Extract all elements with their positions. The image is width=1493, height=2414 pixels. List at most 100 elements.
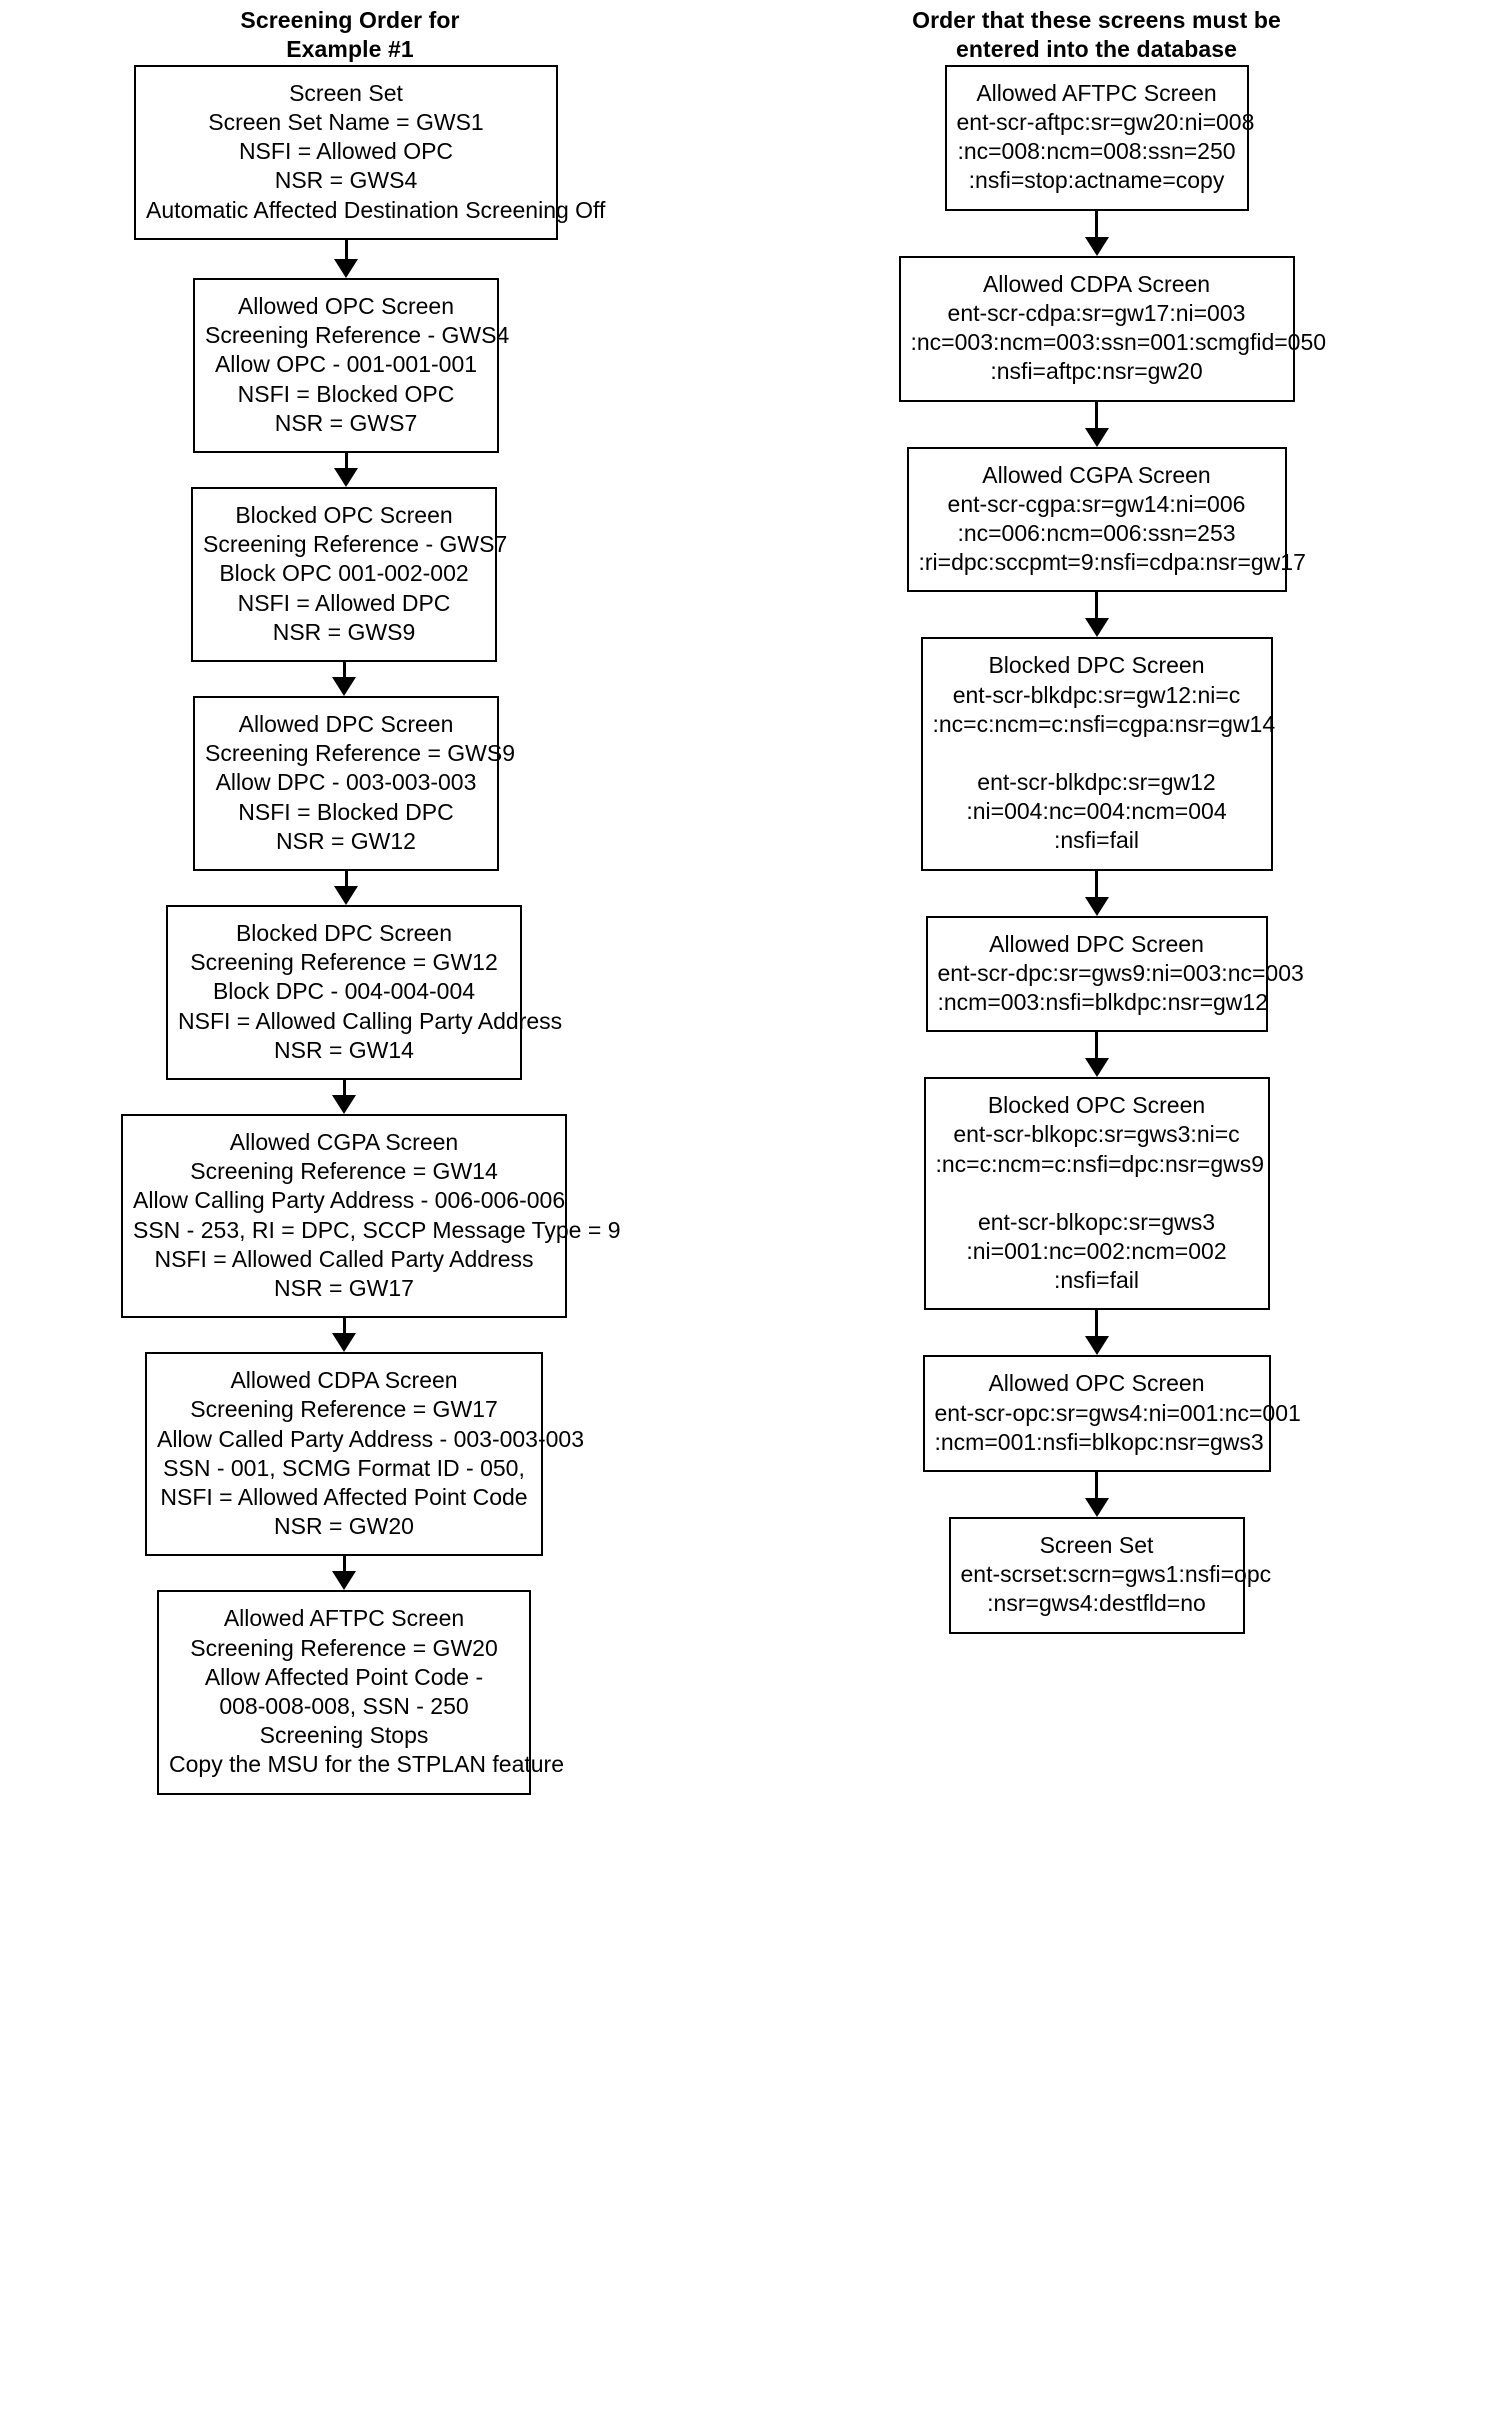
node-line: :ncm=003:nsfi=blkdpc:nsr=gw12: [937, 988, 1269, 1015]
node-line: NSR = GW12: [276, 827, 416, 854]
flow-arrow-icon: [1084, 592, 1109, 638]
arrow-shaft: [344, 452, 348, 469]
node-line: ent-scr-dpc:sr=gws9:ni=003:nc=003: [937, 959, 1304, 986]
node-line: Copy the MSU for the STPLAN feature: [169, 1751, 565, 1778]
node-title: Allowed CGPA Screen: [229, 1128, 459, 1155]
arrow-head: [1084, 1497, 1109, 1517]
node-line: NSFI = Allowed OPC: [238, 138, 454, 165]
node-line: SSN - 253, RI = DPC, SCCP Message Type =…: [133, 1216, 621, 1243]
node-line: Allow Affected Point Code -: [204, 1663, 484, 1690]
node-line: :ni=001:nc=002:ncm=002: [966, 1237, 1227, 1264]
node-title: Screen Set: [1039, 1531, 1154, 1558]
node-line: NSR = GWS9: [272, 618, 416, 645]
flow-arrow-icon: [334, 239, 358, 278]
node-line: Automatic Affected Destination Screening…: [146, 196, 606, 223]
node-line: :nc=c:ncm=c:nsfi=dpc:nsr=gws9: [935, 1150, 1265, 1177]
arrow-head: [334, 467, 358, 487]
node-line: Block DPC - 004-004-004: [212, 978, 476, 1005]
node-line: NSFI = Allowed Calling Party Address: [178, 1007, 563, 1034]
node-line: :ri=dpc:sccpmt=9:nsfi=cdpa:nsr=gw17: [918, 549, 1306, 576]
node-line: Screening Reference = GW17: [190, 1396, 498, 1423]
arrow-shaft: [1095, 1032, 1098, 1060]
node-line: Allow Calling Party Address - 006-006-00…: [133, 1187, 566, 1214]
node-line: [936, 1179, 1258, 1208]
node-title: Allowed DPC Screen: [238, 710, 454, 737]
node-line: :nc=006:ncm=006:ssn=253: [957, 519, 1236, 546]
arrow-shaft: [1095, 592, 1098, 620]
node-title: Allowed CDPA Screen: [982, 270, 1211, 297]
node-line: NSR = GW20: [274, 1513, 414, 1540]
node-line: Screening Reference - GWS4: [205, 322, 510, 349]
node-title: Allowed DPC Screen: [989, 930, 1204, 957]
node-line: NSFI = Allowed Called Party Address: [154, 1245, 534, 1272]
arrow-shaft: [1095, 870, 1098, 898]
node-line: ent-scr-cdpa:sr=gw17:ni=003: [947, 299, 1246, 326]
node-line: ent-scr-aftpc:sr=gw20:ni=008: [956, 109, 1255, 136]
node-line: Screening Reference = GWS9: [205, 740, 516, 767]
node-line: Screening Reference - GWS7: [203, 531, 508, 558]
node-title: Blocked DPC Screen: [235, 919, 453, 946]
node-line: :nc=c:ncm=c:nsfi=cgpa:nsr=gw14: [932, 710, 1276, 737]
arrow-head: [332, 1094, 356, 1114]
arrow-shaft: [1095, 210, 1098, 238]
arrow-shaft: [342, 661, 346, 678]
node-title: Allowed OPC Screen: [988, 1370, 1205, 1397]
node-line: :nsfi=stop:actname=copy: [968, 167, 1225, 194]
arrow-head: [332, 1571, 356, 1591]
flow-arrow-icon: [334, 452, 358, 487]
node-line: :nsr=gws4:destfld=no: [987, 1590, 1206, 1617]
flow-arrow-icon: [1084, 210, 1109, 256]
node-line: NSFI = Blocked DPC: [238, 798, 454, 825]
arrow-shaft: [344, 870, 348, 887]
node-line: Allow DPC - 003-003-003: [215, 769, 477, 796]
right-column: Order that these screens must be entered…: [700, 0, 1493, 1634]
arrow-head: [1084, 896, 1109, 916]
arrow-shaft: [344, 239, 348, 260]
arrow-shaft: [342, 1556, 346, 1573]
node-line: NSFI = Allowed Affected Point Code: [160, 1483, 528, 1510]
arrow-head: [334, 258, 358, 278]
right-flow: Allowed AFTPC Screen ent-scr-aftpc:sr=gw2…: [898, 64, 1326, 1634]
flow-arrow-icon: [1084, 1032, 1109, 1078]
flow-arrow-icon: [332, 1318, 356, 1353]
left-column: Screening Order for Example #1 Screen Se…: [0, 0, 700, 1795]
node-line: Screening Reference = GW20: [190, 1634, 498, 1661]
node-title: Blocked OPC Screen: [235, 501, 453, 528]
flow-arrow-icon: [1084, 1310, 1109, 1356]
node-line: :nc=008:ncm=008:ssn=250: [957, 138, 1236, 165]
arrow-head: [1084, 618, 1109, 638]
node-title: Allowed AFTPC Screen: [976, 79, 1217, 106]
node-title: Allowed OPC Screen: [237, 292, 455, 319]
node-line: :nsfi=aftpc:nsr=gw20: [990, 358, 1203, 385]
node-title: Allowed AFTPC Screen: [223, 1605, 465, 1632]
arrow-shaft: [342, 1318, 346, 1335]
arrow-shaft: [1095, 401, 1098, 429]
node-line: NSR = GW17: [274, 1274, 414, 1301]
node-line: Screening Reference = GW14: [190, 1158, 498, 1185]
node-line: ent-scr-blkopc:sr=gws3:ni=c: [953, 1121, 1240, 1148]
allowed-aftpc-command: Allowed AFTPC Screen ent-scr-aftpc:sr=gw2…: [944, 64, 1255, 211]
arrow-head: [332, 676, 356, 696]
right-column-heading: Order that these screens must be entered…: [912, 7, 1281, 63]
node-line: ent-scr-blkopc:sr=gws3: [977, 1208, 1216, 1235]
arrow-head: [1084, 1336, 1109, 1356]
node-line: ent-scr-blkdpc:sr=gw12:ni=c: [952, 681, 1241, 708]
node-line: NSFI = Blocked OPC: [237, 380, 455, 407]
node-line: NSFI = Allowed DPC: [237, 589, 451, 616]
node-line: Allow OPC - 001-001-001: [214, 351, 478, 378]
node-line: [933, 739, 1261, 768]
arrow-shaft: [1095, 1310, 1098, 1338]
